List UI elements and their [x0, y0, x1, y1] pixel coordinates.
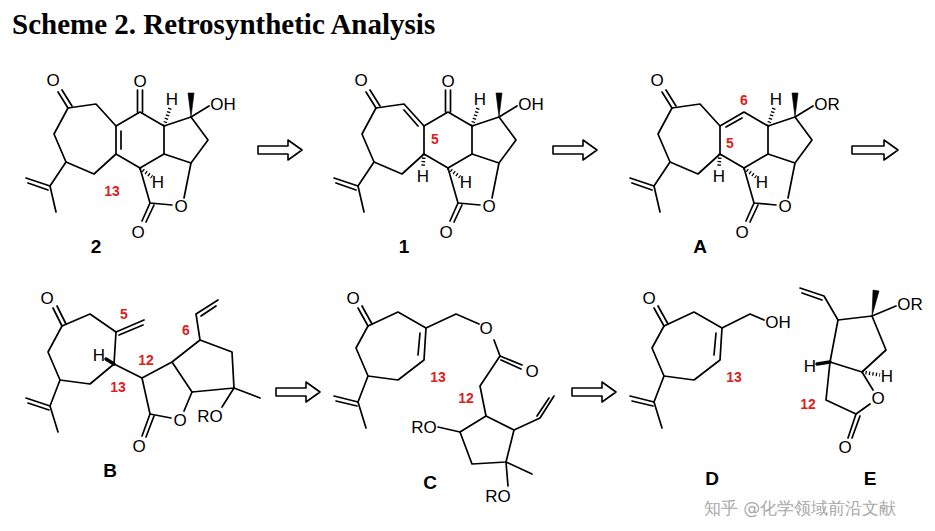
locant-number: 5: [726, 136, 734, 150]
atom-label: O: [441, 73, 454, 90]
atom-label: O: [46, 72, 59, 89]
structure-d: [630, 306, 764, 428]
locant-number: 13: [110, 380, 126, 394]
atom-label: H: [460, 174, 472, 191]
locant-number: 12: [800, 397, 816, 411]
atom-label: O: [525, 363, 538, 380]
atom-label: H: [770, 91, 782, 108]
atom-label: O: [778, 198, 791, 215]
locant-number: 13: [430, 370, 446, 384]
atom-label: O: [346, 290, 359, 307]
locant-number: 13: [104, 184, 120, 198]
structure-a: [630, 90, 813, 222]
atom-label: O: [133, 73, 146, 90]
atom-label: O: [439, 224, 452, 241]
compound-label: 2: [91, 237, 102, 256]
atom-label: OH: [518, 96, 544, 113]
compound-label: B: [103, 461, 117, 480]
atom-label: RO: [485, 488, 511, 505]
atom-label: OR: [814, 96, 840, 113]
atom-label: O: [735, 224, 748, 241]
atom-label: O: [173, 412, 186, 429]
locant-number: 6: [182, 323, 190, 337]
locant-number: 13: [726, 370, 742, 384]
atom-label: H: [93, 347, 105, 364]
structure-c: [334, 306, 554, 486]
locant-number: 12: [458, 391, 474, 405]
compound-label: 1: [399, 237, 410, 256]
atom-label: O: [482, 198, 495, 215]
atom-label: O: [871, 390, 884, 407]
retro-arrows: [258, 140, 898, 402]
locant-number: 5: [431, 132, 439, 146]
locant-number: 6: [740, 93, 748, 107]
atom-label: O: [132, 438, 145, 455]
atom-label: H: [881, 368, 893, 385]
atom-label: RO: [197, 408, 223, 425]
atom-label: OH: [765, 314, 791, 331]
atom-label: O: [131, 224, 144, 241]
atom-label: O: [479, 320, 492, 337]
atom-label: H: [417, 168, 429, 185]
locant-number: 12: [138, 353, 154, 367]
compound-label: E: [864, 469, 877, 488]
atom-label: O: [838, 439, 851, 456]
atom-label: H: [756, 174, 768, 191]
atom-label: OR: [897, 296, 923, 313]
atom-label: H: [152, 174, 164, 191]
atom-label: O: [650, 72, 663, 89]
atom-label: H: [713, 168, 725, 185]
atom-label: RO: [411, 419, 437, 436]
compound-label: A: [693, 237, 707, 256]
atom-label: H: [166, 91, 178, 108]
atom-label: H: [804, 358, 816, 375]
atom-label: O: [40, 290, 53, 307]
structure-b: [26, 300, 260, 437]
watermark: 知乎 @化学领域前沿文献: [704, 500, 896, 517]
atom-label: O: [354, 72, 367, 89]
atom-label: O: [642, 290, 655, 307]
scheme-title: Scheme 2. Retrosynthetic Analysis: [12, 8, 435, 41]
atom-label: OH: [210, 96, 236, 113]
compound-label: D: [705, 469, 719, 488]
structure-1: [334, 90, 517, 222]
structure-2: [26, 90, 209, 222]
compound-label: C: [423, 473, 437, 492]
atom-label: O: [174, 198, 187, 215]
structure-e: [800, 288, 896, 438]
atom-label: H: [474, 91, 486, 108]
locant-number: 5: [120, 307, 128, 321]
